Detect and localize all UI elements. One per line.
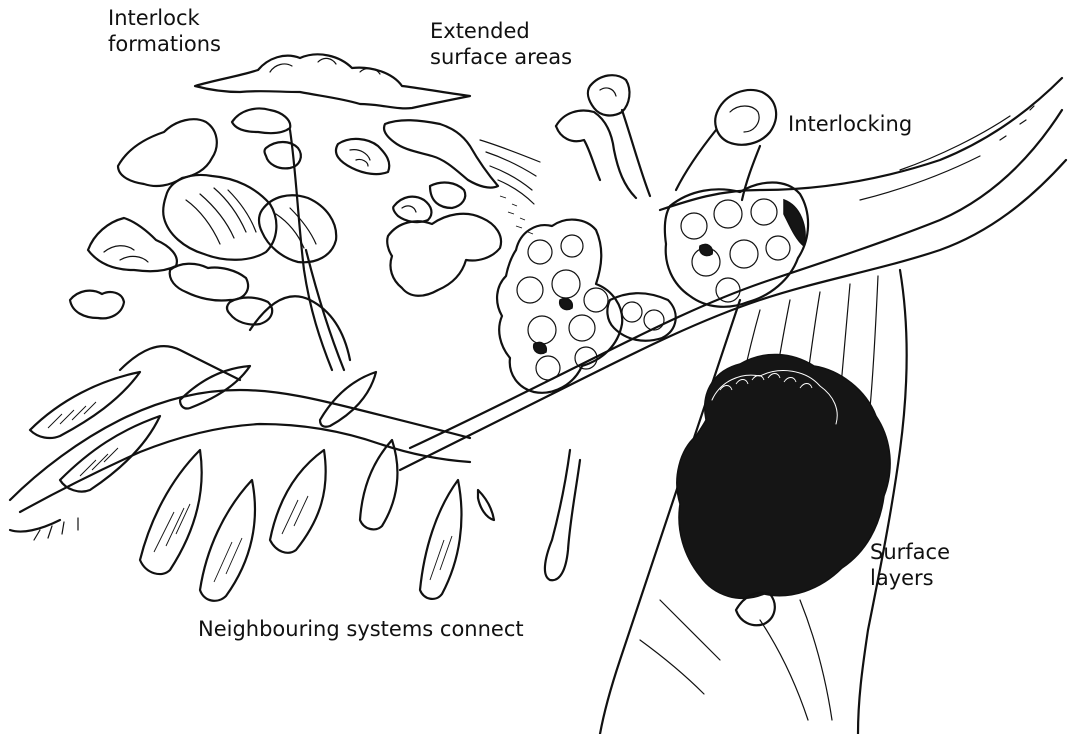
label-line: Interlock [108, 5, 221, 31]
tree-trunk [600, 270, 907, 734]
label-neighbouring-systems-connect: Neighbouring systems connect [198, 616, 524, 642]
label-line: formations [108, 31, 221, 57]
label-surface-layers: Surface layers [870, 539, 950, 591]
label-extended-surface-areas: Extended surface areas [430, 18, 572, 70]
label-line: surface areas [430, 44, 572, 70]
label-interlocking: Interlocking [788, 111, 912, 137]
label-interlock-formations: Interlock formations [108, 5, 221, 57]
label-line: layers [870, 565, 950, 591]
cap-shapes [163, 109, 336, 263]
label-line: Surface [870, 539, 950, 565]
leafy-branch [10, 130, 494, 601]
label-line: Extended [430, 18, 572, 44]
lichen-patches [70, 54, 540, 324]
